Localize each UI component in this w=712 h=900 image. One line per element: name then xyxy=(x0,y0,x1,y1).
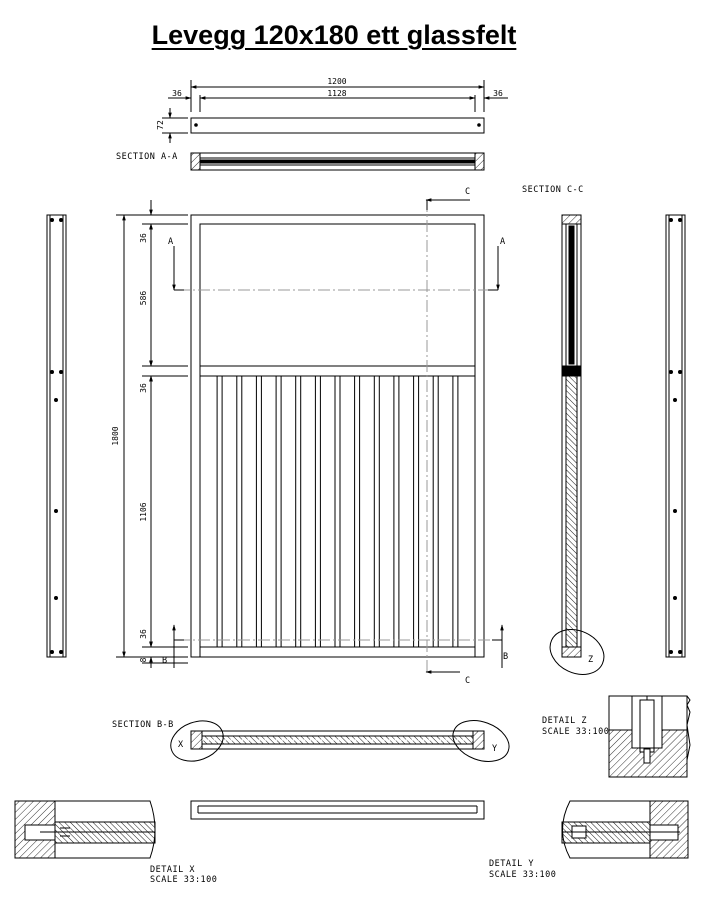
dim-overall-width: 1200 xyxy=(327,77,346,86)
left-post-elevation xyxy=(46,214,67,658)
dim-post-right: 36 xyxy=(493,89,503,98)
top-dimensions xyxy=(162,80,508,143)
bottom-rail-plan xyxy=(190,800,485,820)
dim-inner-width: 1128 xyxy=(327,89,346,98)
vertical-dimensions xyxy=(116,200,188,668)
detail-x-scale: SCALE 33:100 xyxy=(150,875,217,885)
section-arrows xyxy=(172,198,504,674)
dimension-labels: 1200 1128 36 36 72 1800 36 586 36 1106 3… xyxy=(111,77,503,662)
detail-x-title: DETAIL X xyxy=(150,865,195,875)
slat xyxy=(393,375,400,648)
drawing-title: Levegg 120x180 ett glassfelt xyxy=(151,20,517,50)
marker-c-bottom: C xyxy=(465,676,471,686)
section-cc-label: SECTION C-C xyxy=(522,185,584,195)
dim-bottom-rail: 36 xyxy=(139,629,148,639)
slat xyxy=(314,375,321,648)
detail-x-marker: X xyxy=(178,740,184,750)
slat xyxy=(275,375,282,648)
right-post-elevation xyxy=(665,214,686,658)
dim-top-rail: 36 xyxy=(139,233,148,243)
dim-glass-panel: 586 xyxy=(139,291,148,306)
dim-bottom-gap: 8 xyxy=(139,657,148,662)
top-rail-plan xyxy=(190,117,485,134)
marker-c-top: C xyxy=(465,187,471,197)
section-cc-profile xyxy=(549,214,605,675)
detail-z-marker: Z xyxy=(588,655,594,665)
slat xyxy=(334,375,341,648)
slat xyxy=(354,375,361,648)
slat xyxy=(255,375,262,648)
section-bb-profile xyxy=(170,720,510,762)
marker-a-right: A xyxy=(500,237,506,247)
section-labels: SECTION A-A SECTION C-C SECTION B-B A A … xyxy=(112,152,584,730)
detail-labels: X Y Z DETAIL Z SCALE 33:100 DETAIL X SCA… xyxy=(150,655,609,885)
detail-y-view xyxy=(561,800,689,859)
slat xyxy=(413,375,420,648)
dim-mid-rail: 36 xyxy=(139,383,148,393)
dim-overall-height: 1800 xyxy=(111,426,120,445)
dim-post-left: 36 xyxy=(172,89,182,98)
section-aa-label: SECTION A-A xyxy=(116,152,178,162)
detail-z-scale: SCALE 33:100 xyxy=(542,727,609,737)
detail-z-view xyxy=(608,695,691,778)
slat-group xyxy=(216,375,459,648)
detail-y-marker: Y xyxy=(492,744,498,754)
detail-x-view xyxy=(14,800,156,859)
slat xyxy=(373,375,380,648)
marker-a-left: A xyxy=(168,237,174,247)
detail-y-title: DETAIL Y xyxy=(489,859,534,869)
section-cut-lines xyxy=(178,200,498,672)
marker-b-left: B xyxy=(162,656,168,666)
detail-z-title: DETAIL Z xyxy=(542,716,587,726)
slat xyxy=(236,375,243,648)
slat xyxy=(432,375,439,648)
slat xyxy=(452,375,459,648)
detail-y-scale: SCALE 33:100 xyxy=(489,870,556,880)
section-bb-label: SECTION B-B xyxy=(112,720,174,730)
dim-rail-height: 72 xyxy=(156,120,165,130)
dim-slat-section: 1106 xyxy=(139,502,148,521)
section-aa-profile xyxy=(190,152,485,171)
slat xyxy=(295,375,302,648)
slat xyxy=(216,375,223,648)
marker-b-right: B xyxy=(503,652,509,662)
main-elevation xyxy=(190,214,485,658)
